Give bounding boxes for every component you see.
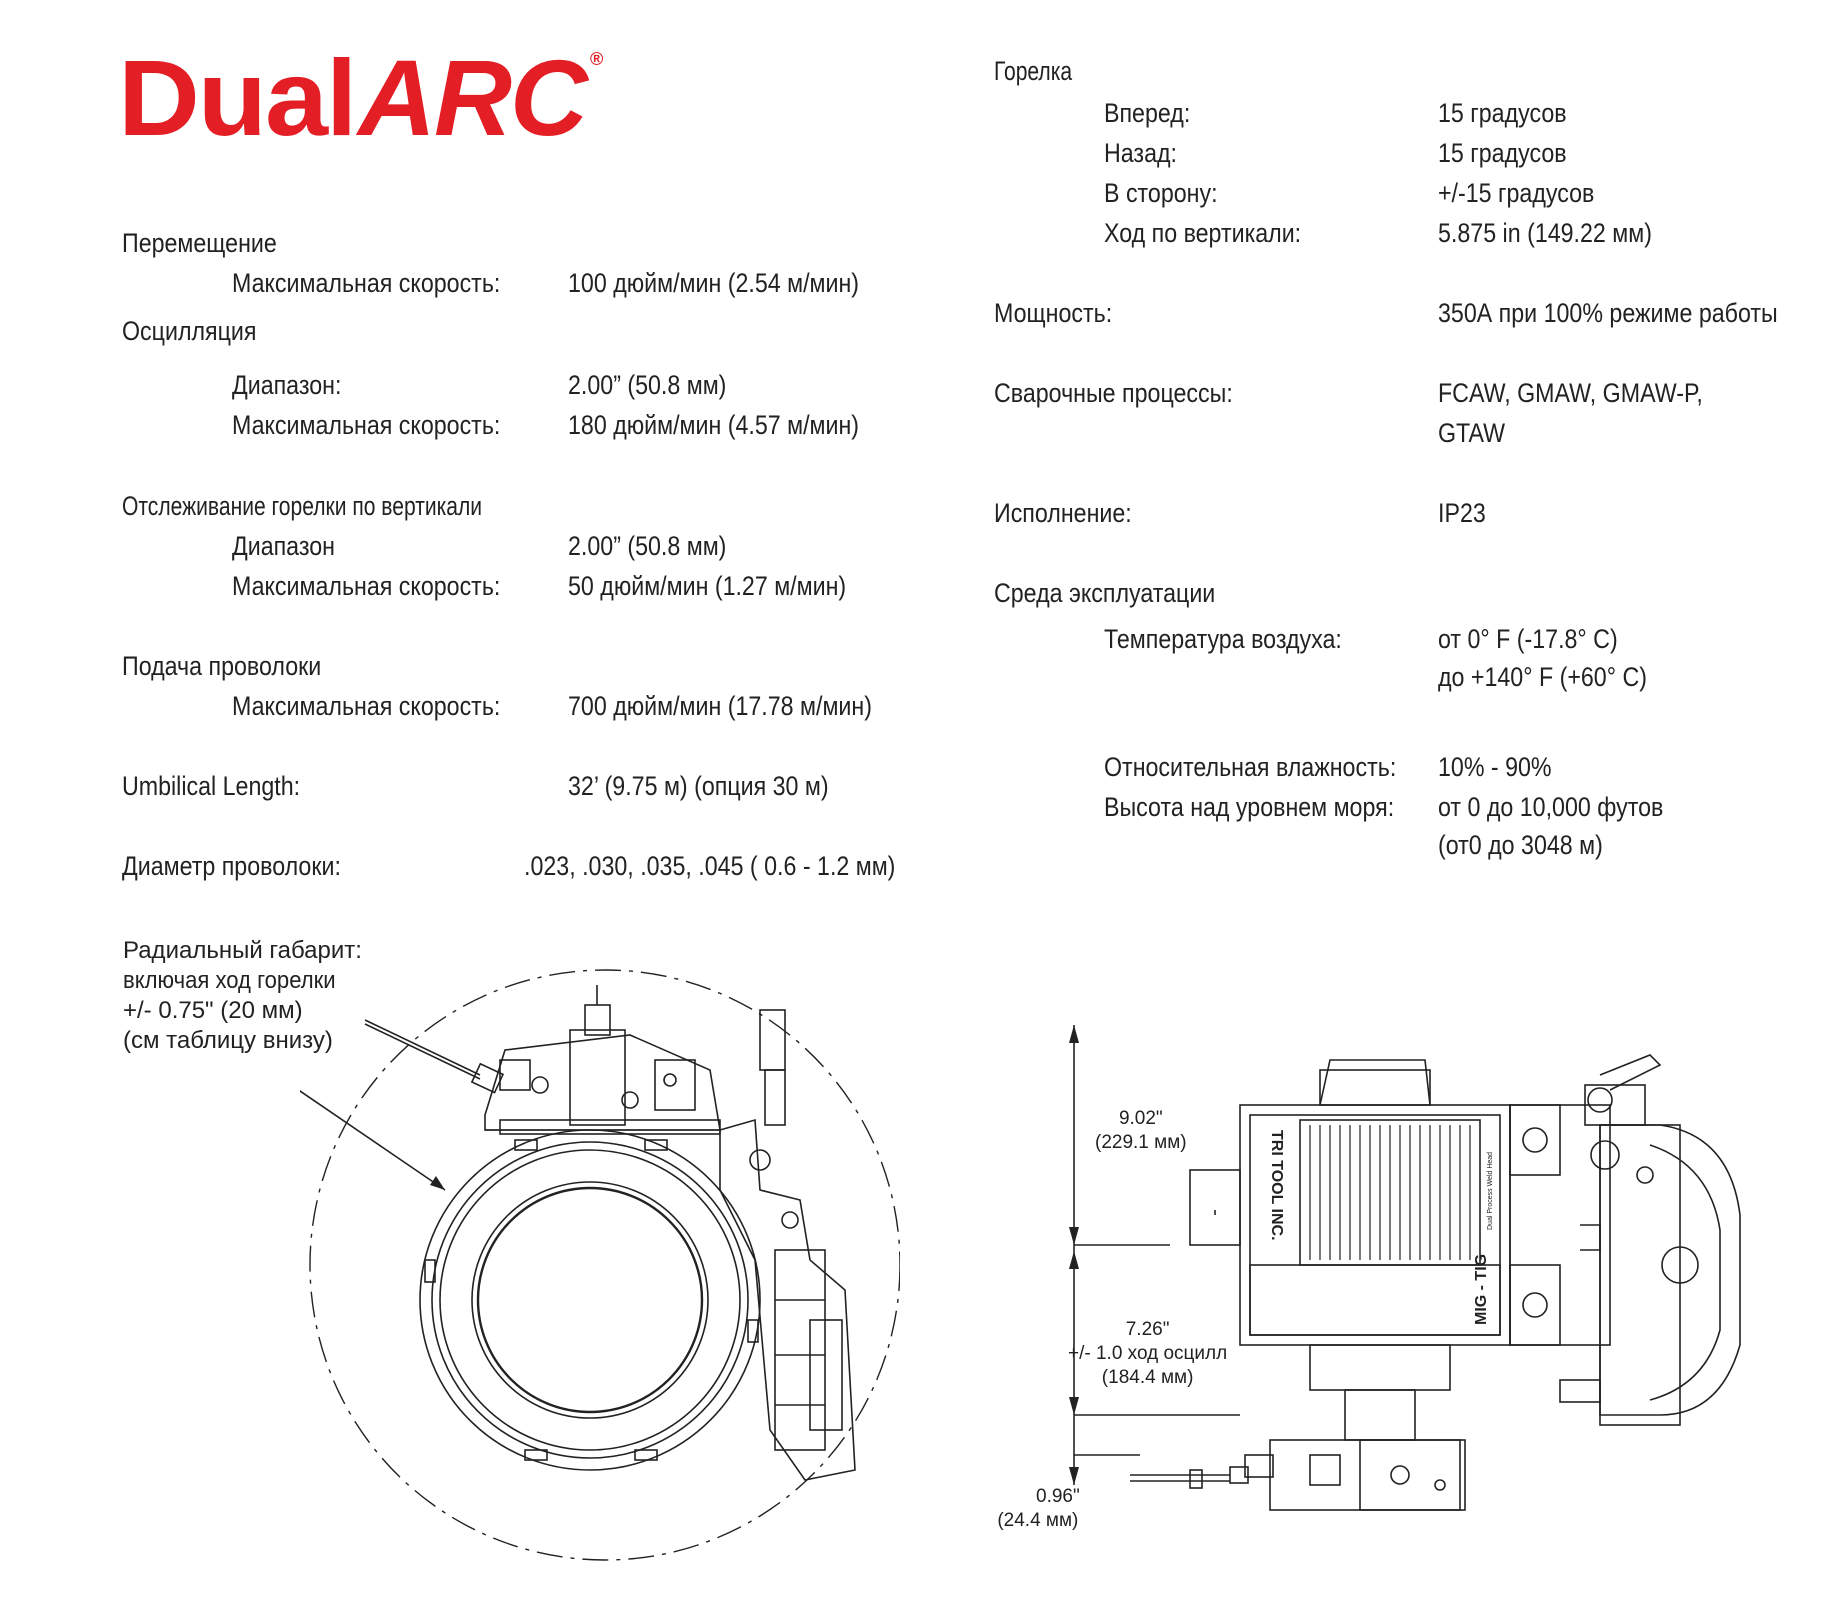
torch-back-value: 15 градусов xyxy=(1438,138,1567,168)
travel-heading: Перемещение xyxy=(122,228,277,258)
radial-caption-line2: включая ход горелки xyxy=(123,967,336,994)
power-label: Мощность: xyxy=(994,298,1113,328)
avc-heading: Отслеживание горелки по вертикали xyxy=(122,491,483,521)
offset-in: 0.96" xyxy=(1036,1486,1080,1507)
pipe-outer xyxy=(471,1181,709,1419)
oscillation-heading: Осцилляция xyxy=(122,316,257,346)
enclosure-value: IP23 xyxy=(1438,498,1486,528)
carriage-body xyxy=(484,1034,721,1131)
avc-range-label: Диапазон xyxy=(232,531,335,561)
altitude-label: Высота над уровнем моря: xyxy=(1104,792,1395,822)
torch-side-value: +/-15 градусов xyxy=(1438,178,1595,208)
slide-assembly xyxy=(719,1118,856,1481)
logo-dual: Dual xyxy=(118,37,357,158)
torch-forward-label: Вперед: xyxy=(1104,98,1191,128)
humidity-label: Относительная влажность: xyxy=(1104,752,1397,782)
head-label-sub: Dual Process Weld Head xyxy=(1487,1152,1494,1230)
avc-max-speed-label: Максимальная скорость: xyxy=(232,571,501,601)
oscillation-max-speed-value: 180 дюйм/мин (4.57 м/мин) xyxy=(568,410,860,440)
weld-head-drawing: TRI TOOL INC. MIG - TIG Dual Process Wel… xyxy=(1069,1025,1741,1511)
torch-vertical-label: Ход по вертикали: xyxy=(1104,218,1302,248)
torch-back-label: Назад: xyxy=(1104,138,1177,168)
torch-vertical-value: 5.875 in (149.22 мм) xyxy=(1438,218,1652,248)
avc-max-speed-value: 50 дюйм/мин (1.27 м/мин) xyxy=(568,571,847,601)
dualarc-logo: Dual ARC ® xyxy=(118,37,603,158)
altitude-line2: (от0 до 3048 м) xyxy=(1438,830,1603,860)
wire-feed-max-speed-value: 700 дюйм/мин (17.78 м/мин) xyxy=(568,691,872,721)
avc-range-value: 2.00” (50.8 мм) xyxy=(568,531,727,561)
osc-arrow-bottom xyxy=(1069,1397,1079,1415)
radial-caption-line3: +/- 0.75" (20 мм) xyxy=(123,997,303,1024)
processes-value-line1: FCAW, GMAW, GMAW-P, xyxy=(1438,378,1703,408)
osc-arrow-top xyxy=(1069,1251,1079,1269)
environment-heading: Среда эксплуатации xyxy=(994,578,1216,608)
temp-line2: до +140° F (+60° C) xyxy=(1438,662,1647,692)
altitude-line1: от 0 до 10,000 футов xyxy=(1438,792,1664,822)
travel-max-speed-value: 100 дюйм/мин (2.54 м/мин) xyxy=(568,268,860,298)
height-arrow-bottom xyxy=(1069,1227,1079,1245)
guide-ring-outer xyxy=(419,1129,761,1471)
wire-feed-heading: Подача проволоки xyxy=(122,651,322,681)
offset-mm: (24.4 мм) xyxy=(997,1510,1079,1531)
processes-value-line2: GTAW xyxy=(1438,418,1506,448)
power-value: 350А при 100% режиме работы xyxy=(1438,298,1778,328)
oscillation-dimension: 7.26" +/- 1.0 ход осцилл (184.4 мм) xyxy=(1068,1318,1227,1390)
height-in: 9.02" xyxy=(1118,1108,1163,1129)
height-dimension: 9.02" (229.1 мм) xyxy=(1095,1107,1187,1155)
wire-diameter-label: Диаметр проволоки: xyxy=(122,851,341,881)
radial-caption-line4: (см таблицу внизу) xyxy=(123,1027,333,1054)
temp-label: Температура воздуха: xyxy=(1104,624,1342,654)
oscillation-range-value: 2.00” (50.8 мм) xyxy=(568,370,727,400)
wire-feed-max-speed-label: Максимальная скорость: xyxy=(232,691,501,721)
radial-leader-arrow xyxy=(430,1176,445,1190)
osc-in: 7.26" xyxy=(1125,1319,1170,1340)
radial-leader-line xyxy=(300,1090,446,1191)
umbilical-label: Umbilical Length: xyxy=(122,771,301,801)
humidity-value: 10% - 90% xyxy=(1438,752,1552,782)
wire-diameter-value: .023, .030, .035, .045 ( 0.6 - 1.2 мм) xyxy=(524,851,896,881)
osc-text: +/- 1.0 ход осцилл xyxy=(1068,1343,1228,1364)
logo-registered: ® xyxy=(590,49,603,69)
radial-clearance-drawing xyxy=(300,969,900,1561)
oscillation-range-label: Диапазон: xyxy=(232,370,342,400)
torch-forward-value: 15 градусов xyxy=(1438,98,1567,128)
enclosure-label: Исполнение: xyxy=(994,498,1132,528)
torch-side-label: В сторону: xyxy=(1104,178,1218,208)
clearance-circle xyxy=(309,969,900,1561)
pipe-inner xyxy=(476,1186,704,1414)
height-mm: (229.1 мм) xyxy=(1095,1132,1187,1153)
wire-spool xyxy=(1599,1124,1741,1416)
osc-mm: (184.4 мм) xyxy=(1101,1367,1194,1388)
offset-dimension: 0.96" (24.4 мм) xyxy=(996,1485,1080,1533)
radial-caption: Радиальный габарит: включая ход горелки … xyxy=(123,936,362,1056)
temp-line1: от 0° F (-17.8° C) xyxy=(1438,624,1618,654)
umbilical-value: 32’ (9.75 м) (опция 30 м) xyxy=(568,771,829,801)
torch-heading: Горелка xyxy=(994,56,1073,86)
radial-caption-line1: Радиальный габарит: xyxy=(123,937,362,964)
travel-max-speed-label: Максимальная скорость: xyxy=(232,268,501,298)
height-arrow-top xyxy=(1069,1025,1079,1043)
head-label-brand: TRI TOOL INC. xyxy=(1268,1130,1285,1241)
offset-arrow xyxy=(1069,1467,1079,1485)
logo-arc: ARC xyxy=(358,37,588,158)
head-label-model: MIG - TIG xyxy=(1473,1254,1490,1325)
oscillation-max-speed-label: Максимальная скорость: xyxy=(232,410,501,440)
processes-label: Сварочные процессы: xyxy=(994,378,1233,408)
